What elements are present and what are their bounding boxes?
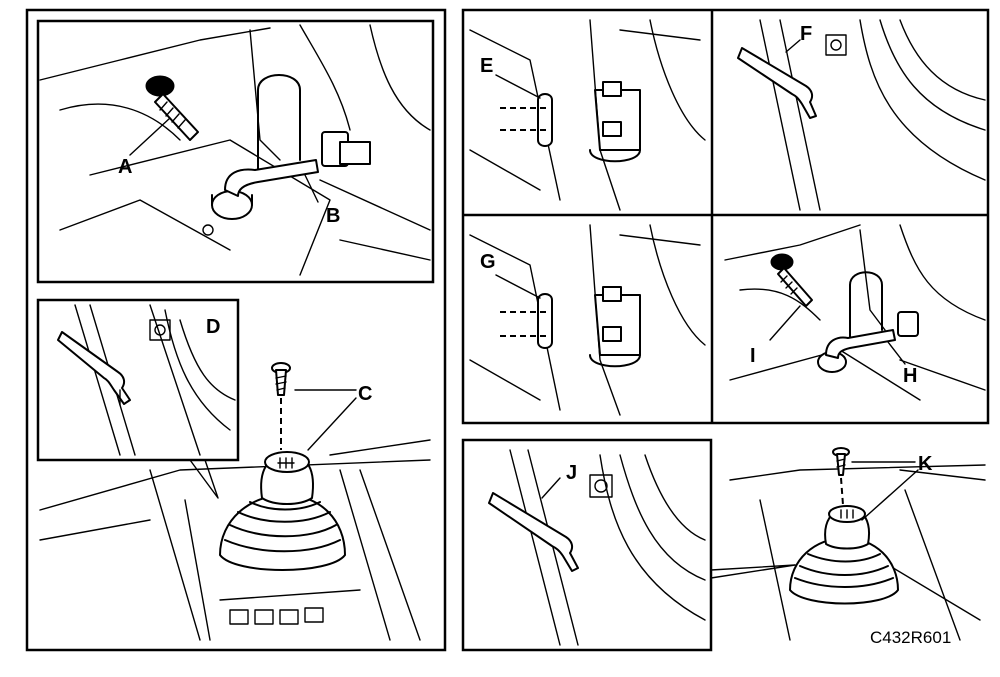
label-f: F (800, 23, 812, 45)
cell-f: F (737, 19, 986, 211)
label-h: H (903, 365, 917, 387)
panel-left: A B D (25, 8, 447, 652)
label-g: G (480, 251, 496, 273)
console-k: K (729, 447, 986, 641)
cell-e: E (469, 19, 706, 211)
retaining-plug-i (770, 253, 813, 307)
inset-d: D (36, 298, 240, 462)
inset-j-frame (461, 438, 713, 652)
inset-d-frame (36, 298, 240, 462)
label-b: B (326, 205, 340, 227)
console-c: C (39, 362, 431, 641)
label-k: K (918, 453, 933, 475)
retaining-plug-a (145, 75, 199, 141)
label-a: A (118, 156, 132, 178)
label-d: D (206, 316, 220, 338)
inset-j: J (488, 449, 706, 646)
label-c: C (358, 383, 372, 405)
inset-ab: A B (36, 19, 435, 284)
panel-grid: E F (461, 8, 990, 425)
inset-ab-frame (36, 19, 435, 284)
panel-grid-frame (461, 8, 990, 425)
figure-code: C432R601 (870, 628, 951, 647)
label-e: E (480, 55, 493, 77)
panel-left-frame (25, 8, 447, 652)
cell-g: G (469, 224, 706, 416)
cell-hi: I H (724, 224, 986, 401)
label-j: J (566, 462, 577, 484)
label-i: I (750, 345, 756, 367)
panel-jk: J K C432R601 (461, 438, 986, 652)
